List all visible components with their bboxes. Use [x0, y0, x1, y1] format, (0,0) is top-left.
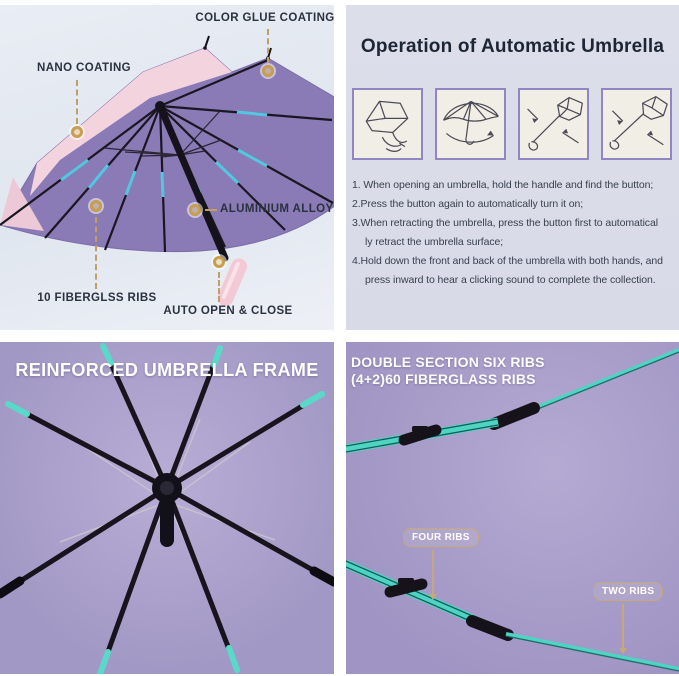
callout-label: 10 FIBERGLSS RIBS: [37, 292, 157, 304]
operation-instructions: 1. When opening an umbrella, hold the ha…: [352, 176, 663, 290]
gold-dot-marker: [262, 65, 274, 77]
callout-label: ALUMINIUM ALLOY: [220, 203, 334, 215]
panel-features: COLOR GLUE COATING NANO COATING ALUMINIU…: [0, 5, 334, 330]
instruction-line: ly retract the umbrella surface;: [365, 236, 504, 248]
callout-line: [218, 272, 220, 302]
frame-teal-tips: [5, 343, 325, 674]
gold-dot-marker: [213, 256, 225, 268]
gold-dot-marker: [90, 200, 102, 212]
panel-ribs: DOUBLE SECTION SIX RIBS (4+2)60 FIBERGLA…: [346, 342, 679, 674]
callout-line: [95, 217, 97, 289]
operation-title: Operation of Automatic Umbrella: [360, 36, 665, 57]
frame-photo-illustration: [0, 343, 334, 674]
step-1-illustration: [352, 88, 423, 160]
instruction-line: 4.Hold down the front and back of the um…: [352, 255, 663, 267]
gold-dot-marker: [189, 204, 201, 216]
badge-pointer-arrow: [619, 648, 627, 654]
badge-pointer-line: [432, 550, 434, 594]
instruction-line: 3.When retracting the umbrella, press th…: [352, 217, 658, 229]
callout-label: COLOR GLUE COATING: [195, 12, 334, 24]
operation-steps: [352, 88, 672, 160]
callout-line: [267, 29, 269, 63]
frame-ribs: [0, 343, 334, 674]
umbrella-handle: [217, 258, 248, 306]
callout-label: AUTO OPEN & CLOSE: [163, 305, 293, 317]
frame-title: REINFORCED UMBRELLA FRAME: [15, 360, 319, 380]
instruction-line: 2.Press the button again to automaticall…: [352, 198, 584, 210]
step-3-illustration: [518, 88, 589, 160]
ribs-title-line1: DOUBLE SECTION SIX RIBS: [351, 354, 545, 370]
callout-label: NANO COATING: [36, 62, 132, 74]
step-2-illustration: [435, 88, 506, 160]
umbrella-shaft: [156, 102, 229, 262]
step-4-illustration: [601, 88, 672, 160]
gold-dot-marker: [71, 126, 83, 138]
badge-pointer-line: [622, 604, 624, 648]
panel-frame: REINFORCED UMBRELLA FRAME: [0, 342, 334, 674]
badge-pointer-arrow: [429, 594, 437, 600]
panel-operation: Operation of Automatic Umbrella: [346, 5, 679, 330]
badge-label: TWO RIBS: [593, 582, 664, 601]
callout-line: [205, 209, 217, 211]
instruction-line: press inward to hear a clicking sound to…: [365, 274, 656, 286]
ribs-title-line2: (4+2)60 FIBERGLASS RIBS: [351, 371, 536, 387]
callout-line: [76, 80, 78, 124]
rib-photo-illustration: [346, 348, 679, 672]
umbrella-photo-illustration: [0, 35, 334, 306]
badge-label: FOUR RIBS: [403, 528, 479, 547]
instruction-line: 1. When opening an umbrella, hold the ha…: [352, 179, 654, 191]
